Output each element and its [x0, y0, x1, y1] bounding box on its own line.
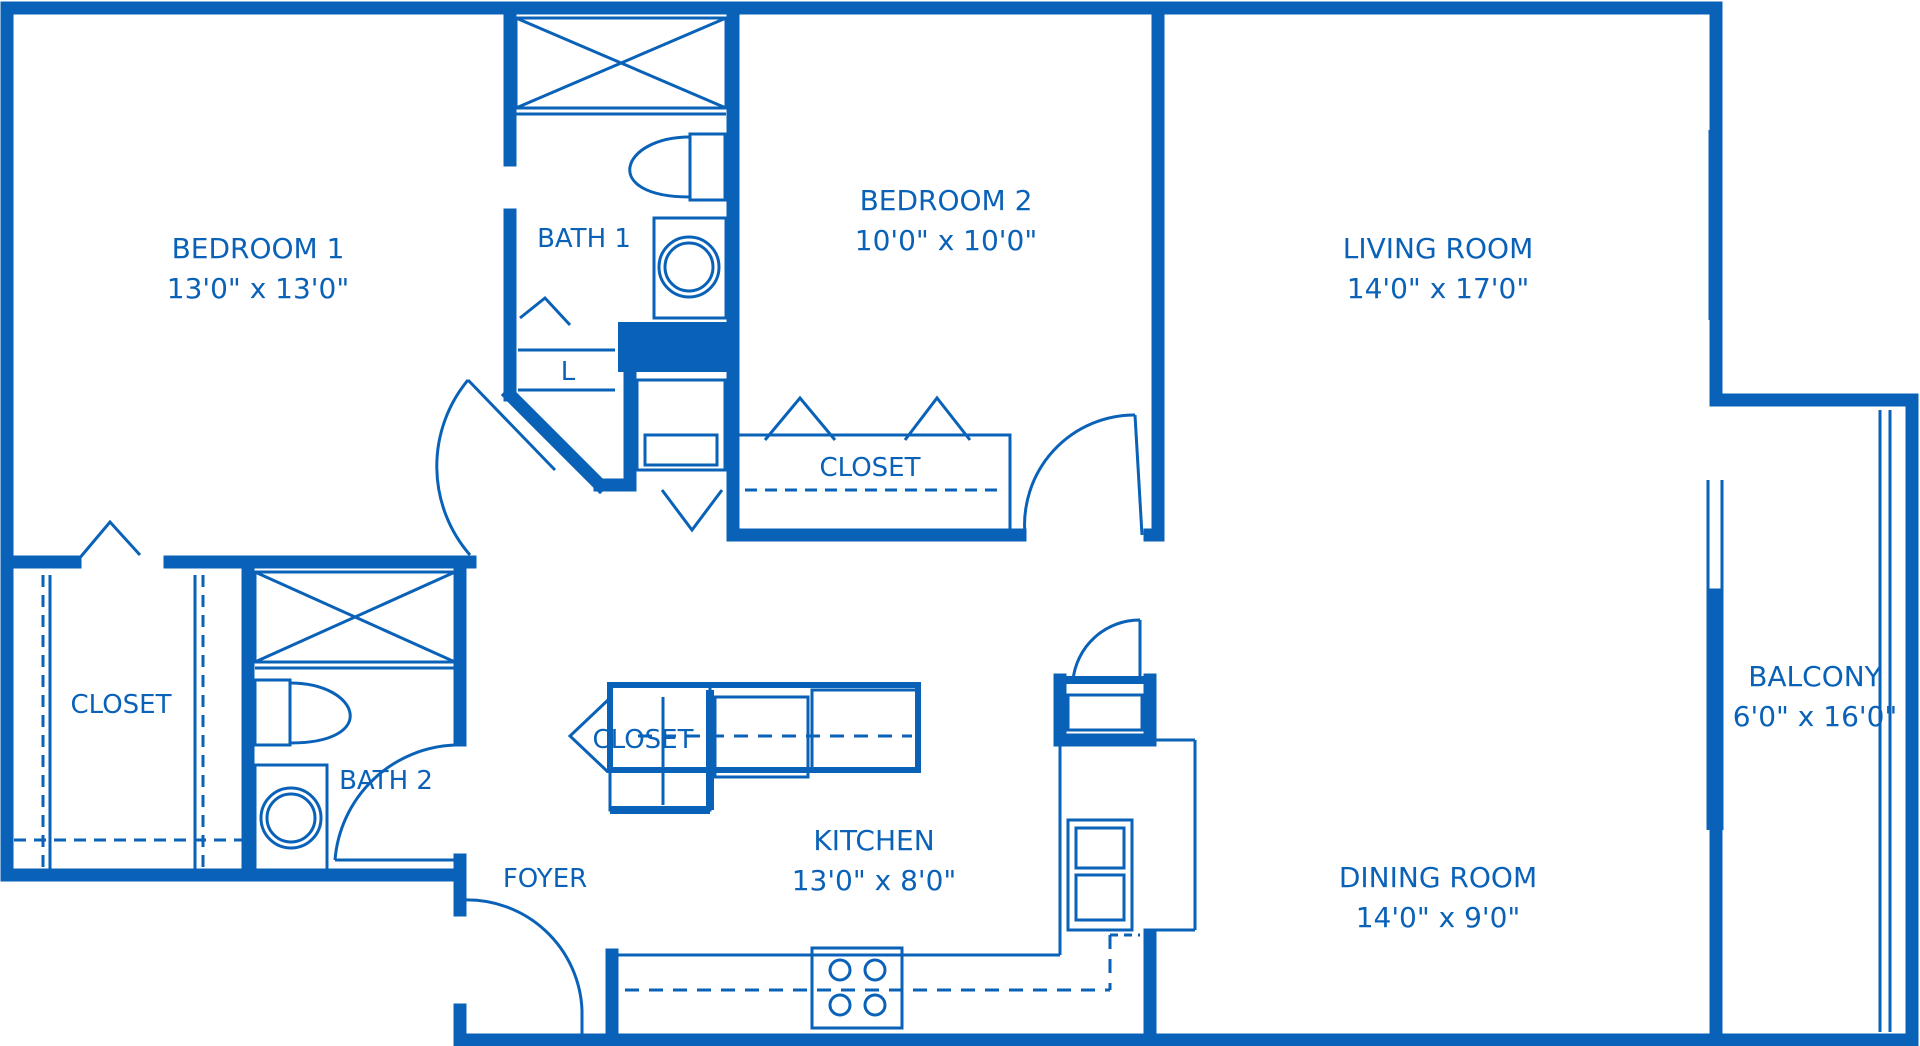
closet-bedroom1-label: CLOSET: [71, 690, 172, 720]
kitchen-name: KITCHEN: [813, 824, 934, 857]
bath2-name: BATH 2: [339, 766, 433, 796]
linen-closet-label: L: [561, 357, 576, 387]
bedroom2-name: BEDROOM 2: [860, 184, 1033, 217]
bedroom1-dims: 13'0" x 13'0": [167, 272, 349, 305]
bedroom1-name: BEDROOM 1: [172, 232, 345, 265]
wall-column: [618, 322, 733, 372]
living-room-name: LIVING ROOM: [1343, 232, 1534, 265]
bedroom2-dims: 10'0" x 10'0": [855, 224, 1037, 257]
closet-bedroom2-label: CLOSET: [820, 453, 921, 483]
dining-room-dims: 14'0" x 9'0": [1356, 901, 1521, 934]
balcony-name: BALCONY: [1748, 660, 1882, 693]
fixtures: [14, 1, 1892, 1040]
balcony-dims: 6'0" x 16'0": [1733, 700, 1898, 733]
foyer-label: FOYER: [503, 864, 587, 894]
bath1-name: BATH 1: [537, 224, 631, 254]
closet-kitchen-label: CLOSET: [593, 725, 694, 755]
kitchen-dims: 13'0" x 8'0": [792, 864, 957, 897]
living-room-dims: 14'0" x 17'0": [1347, 272, 1529, 305]
dining-room-name: DINING ROOM: [1339, 861, 1537, 894]
labels: BEDROOM 1 13'0" x 13'0" BEDROOM 2 10'0" …: [71, 184, 1898, 934]
